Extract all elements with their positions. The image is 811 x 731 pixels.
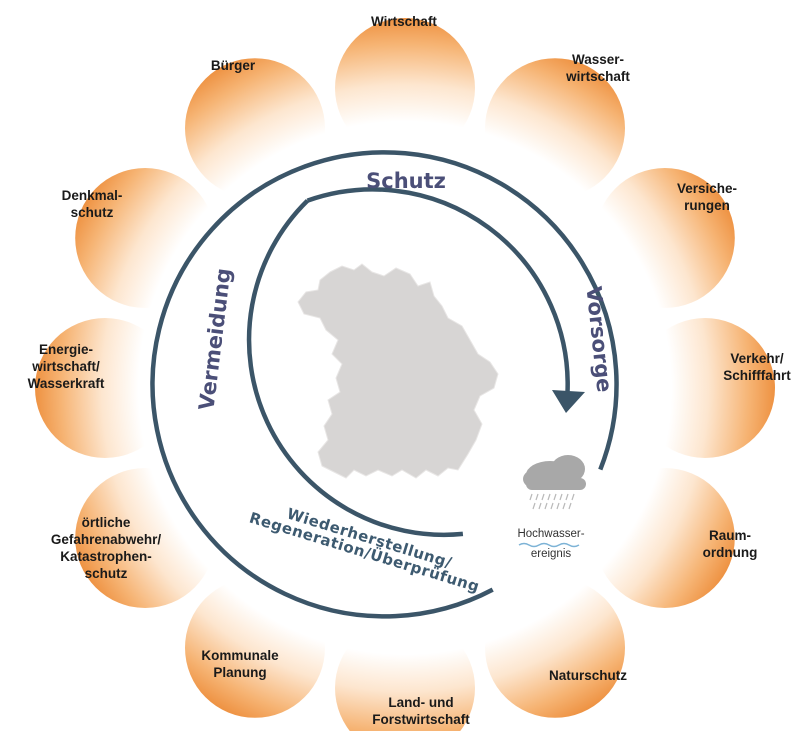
outer-cycle-arc: [150, 150, 619, 619]
svg-text:Denkmal-schutz: Denkmal-schutz: [62, 188, 123, 220]
label-vermeidung: Vermeidung: [194, 267, 235, 412]
sector-label-raumordnung: Raum-ordnung: [703, 528, 758, 560]
sector-label-naturschutz: Naturschutz: [549, 668, 627, 683]
sector-petal-buerger: [185, 58, 325, 199]
sector-petal-verkehr: [635, 318, 775, 458]
sector-petal-naturschutz: [485, 577, 625, 718]
sector-petal-gefahrenabwehr: [75, 468, 216, 608]
svg-text:Verkehr/Schifffahrt: Verkehr/Schifffahrt: [723, 351, 791, 383]
sector-label-wasserwirtschaft: Wasser-wirtschaft: [565, 52, 630, 84]
label-vorsorge: Vorsorge: [581, 285, 616, 393]
sector-label-denkmalschutz: Denkmal-schutz: [62, 188, 123, 220]
sector-label-energie: Energie-wirtschaft/Wasserkraft: [28, 342, 105, 391]
sector-label-buerger: Bürger: [211, 58, 256, 73]
sector-petal-land-forst: [335, 618, 475, 731]
svg-text:Wasser-wirtschaft: Wasser-wirtschaft: [565, 52, 630, 84]
svg-text:Energie-wirtschaft/Wasserkraft: Energie-wirtschaft/Wasserkraft: [28, 342, 105, 391]
svg-text:Raum-ordnung: Raum-ordnung: [703, 528, 758, 560]
sector-petal-wasserwirtschaft: [485, 58, 625, 199]
sector-petal-raumordnung: [594, 468, 735, 608]
sector-label-versicherungen: Versiche-rungen: [677, 181, 737, 213]
vorsorge-arrowhead: [552, 390, 585, 413]
inner-cycle-arc: [246, 198, 464, 538]
water-wave-icon: [518, 542, 580, 548]
sector-label-wirtschaft: Wirtschaft: [371, 14, 437, 29]
cloud-rain-icon: [523, 455, 586, 510]
sector-petal-versicherungen: [594, 168, 735, 308]
event-label-line1: Hochwasser-: [517, 528, 584, 540]
svg-text:Versiche-rungen: Versiche-rungen: [677, 181, 737, 213]
event-label-line2: ereignis: [531, 548, 572, 560]
svg-text:Bürger: Bürger: [211, 58, 256, 73]
sector-petal-kommunale-planung: [185, 577, 325, 718]
sector-petals: [35, 18, 775, 731]
inner-cycle-arc-right: [306, 187, 570, 393]
svg-text:Wirtschaft: Wirtschaft: [371, 14, 437, 29]
label-schutz: Schutz: [366, 169, 446, 193]
svg-text:Naturschutz: Naturschutz: [549, 668, 627, 683]
sector-petal-wirtschaft: [335, 18, 475, 158]
bavaria-map-shape: [297, 263, 499, 479]
sector-label-verkehr: Verkehr/Schifffahrt: [723, 351, 791, 383]
sector-petal-energie: [35, 318, 175, 458]
